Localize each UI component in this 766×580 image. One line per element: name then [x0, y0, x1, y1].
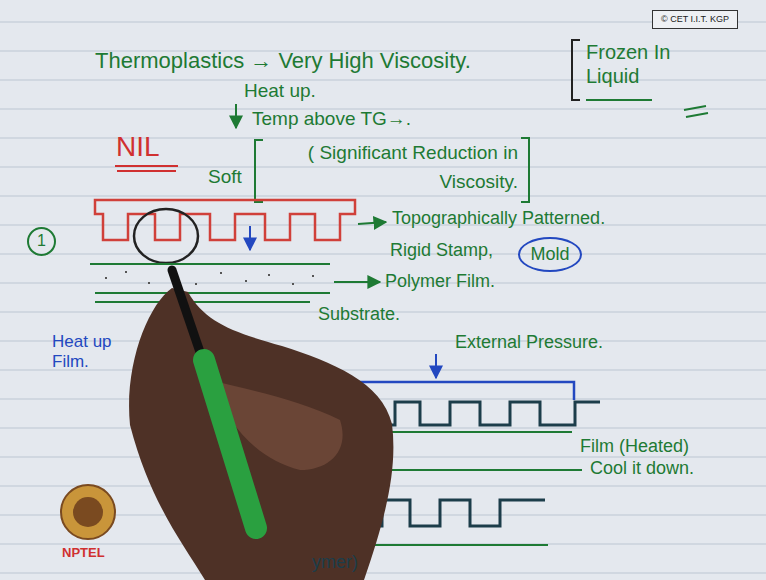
polymer-film: [90, 264, 330, 302]
nptel-logo: [61, 485, 115, 539]
bracket: [572, 40, 580, 100]
step-note: Cool it down.: [590, 458, 694, 480]
film-dots: [105, 272, 314, 284]
down-arrow: [235, 104, 237, 128]
part-label: Topographically Patterned.: [392, 208, 605, 230]
step-note: Heat up Film.: [52, 332, 124, 373]
topic-heading: NIL: [116, 130, 160, 164]
pen-body: [204, 360, 256, 528]
node-text: 1: [37, 232, 46, 250]
node-text: © CET I.I.T. KGP: [659, 14, 731, 24]
part-label: ymer): [312, 552, 358, 574]
node-text: Mold: [530, 244, 569, 265]
step-note: External Pressure.: [455, 332, 603, 354]
pen-tip: [172, 270, 200, 352]
bracket-note: ( Significant Reduction in Viscosity.: [266, 138, 518, 197]
equal-marks: [684, 106, 708, 117]
part-label: Rigid Stamp,: [390, 240, 493, 262]
highlight-circle: [134, 209, 198, 263]
circled-term: Mold: [518, 237, 582, 272]
step-note: Temp above TG→.: [252, 108, 411, 131]
stamp-outline: [350, 382, 574, 400]
side-note: Frozen In Liquid: [586, 40, 686, 88]
leader-arrow: [358, 222, 386, 224]
underline: [586, 99, 652, 101]
film-line: [385, 469, 582, 471]
down-arrow: [249, 226, 251, 250]
part-label: Polymer Film.: [385, 271, 495, 293]
step-note: Soft: [208, 166, 242, 189]
callout-number: 1: [27, 227, 56, 256]
bracket: [521, 138, 529, 202]
hand: [129, 288, 393, 580]
pressure-arrow: [435, 354, 437, 378]
part-label: Substrate.: [318, 304, 400, 326]
bracket: [255, 140, 263, 202]
step-note: Heat up.: [244, 80, 316, 103]
heading-note: Thermoplastics → Very High Viscosity.: [95, 48, 471, 74]
double-underline: [115, 166, 178, 171]
nptel-logo-core: [73, 497, 103, 527]
part-label: Film (Heated): [580, 436, 689, 458]
copyright-stamp: © CET I.I.T. KGP: [652, 10, 738, 29]
logo-text: NPTEL: [62, 545, 105, 561]
leader-arrow: [334, 281, 380, 283]
